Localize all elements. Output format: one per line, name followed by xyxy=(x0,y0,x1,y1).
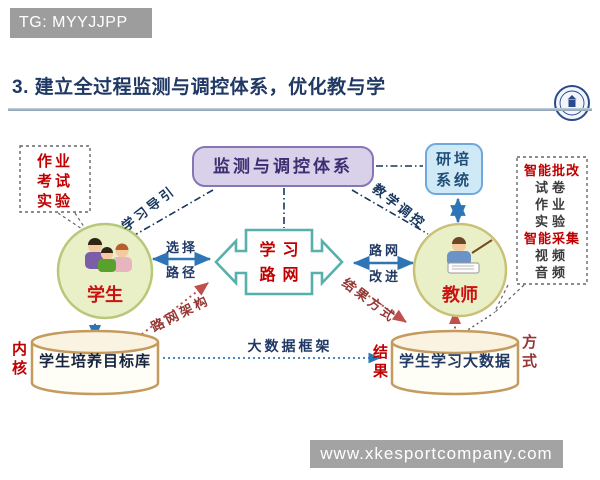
monitor-box xyxy=(192,146,374,187)
research-line2: 系统 xyxy=(435,172,472,189)
result-label: 结果 xyxy=(372,344,388,380)
network-line1: 学习 xyxy=(259,242,306,259)
banner: TG: MYYJJPP xyxy=(10,8,152,38)
choose-path-label-2: 路径 xyxy=(165,265,198,280)
right-callout-item: 实验 xyxy=(534,214,569,229)
choose-path-label-1: 选择 xyxy=(165,240,198,255)
bigdata-cylinder-label: 学生学习大数据 xyxy=(398,353,511,370)
kernel-label: 内核 xyxy=(11,341,27,377)
monitor-box-label: 监测与调控体系 xyxy=(213,157,353,176)
left-callout-box xyxy=(19,145,91,213)
teacher-clipart xyxy=(447,237,493,274)
network-improve-label-2: 改进 xyxy=(368,269,401,284)
right-callout-text: 智能批改 试卷 作业 实验 智能采集 视频 音频 xyxy=(517,162,587,281)
title-underline xyxy=(8,108,592,111)
footer-bar: www.xkesportcompany.com xyxy=(310,440,563,468)
dashdot-monitor-student-line xyxy=(132,189,214,237)
bigdata-frame-label: 大数据框架 xyxy=(247,338,333,354)
student-label: 学生 xyxy=(87,285,123,305)
network-line2: 路网 xyxy=(259,267,306,284)
left-callout-line1: 作业 xyxy=(36,153,73,170)
goalbase-cylinder-label: 学生培养目标库 xyxy=(38,353,151,370)
page-title: 3. 建立全过程监测与调控体系，优化教与学 xyxy=(12,77,386,98)
research-line1: 研培 xyxy=(435,151,472,168)
left-callout-line2: 考试 xyxy=(36,173,73,190)
right-callout-item: 视频 xyxy=(534,248,569,263)
footer-url: www.xkesportcompany.com xyxy=(320,444,553,463)
right-callout-item: 试卷 xyxy=(534,180,569,195)
left-callout-line3: 实验 xyxy=(36,193,73,210)
school-logo-icon xyxy=(554,85,590,121)
right-callout-item: 音频 xyxy=(534,265,569,280)
arrow-result-mode xyxy=(345,279,407,323)
right-callout-box xyxy=(516,156,588,285)
research-box xyxy=(425,143,483,195)
bigdata-cylinder xyxy=(390,329,520,396)
students-clipart xyxy=(85,238,132,272)
mode-label: 方式 xyxy=(521,334,537,370)
banner-text: TG: MYYJJPP xyxy=(19,14,128,31)
research-box-label: 研培 系统 xyxy=(426,149,482,191)
goalbase-cylinder xyxy=(30,329,160,396)
right-callout-item: 智能批改 xyxy=(523,163,580,178)
dashdot-monitor-teacher-line xyxy=(351,189,429,235)
right-callout-item: 智能采集 xyxy=(523,231,580,246)
left-callout-text: 作业 考试 实验 xyxy=(20,152,90,212)
right-callout-tail xyxy=(493,284,525,314)
network-improve-label-1: 路网 xyxy=(368,243,401,258)
teacher-label: 教师 xyxy=(442,285,478,305)
network-shape-label: 学习 路网 xyxy=(246,238,312,288)
right-callout-item: 作业 xyxy=(534,197,569,212)
dotted-bigdata-callout-line xyxy=(465,314,492,332)
network-shape xyxy=(214,228,344,296)
